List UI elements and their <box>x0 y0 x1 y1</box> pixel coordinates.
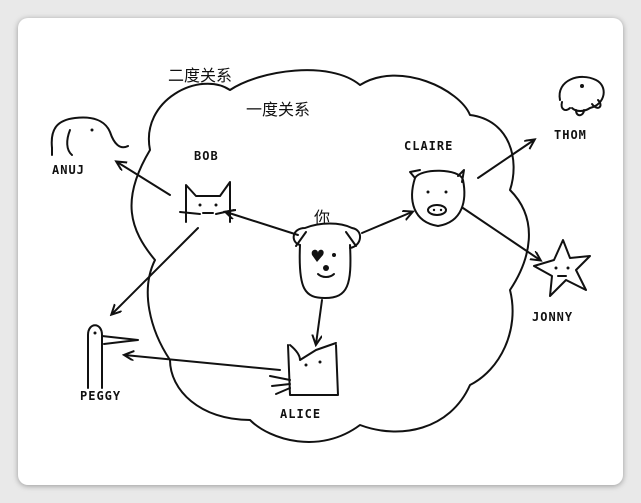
alice-mouse-icon <box>269 342 339 396</box>
node-label-claire: CLAIRE <box>404 139 454 153</box>
bob-cat-icon <box>179 181 235 223</box>
node-label-jonny: JONNY <box>532 310 574 324</box>
you-dog-icon <box>292 222 361 299</box>
edge-you-claire <box>361 212 412 234</box>
node-label-alice: ALICE <box>280 407 322 421</box>
peggy-bird-icon <box>87 324 139 389</box>
edge-claire-thom <box>477 140 534 179</box>
node-label-anuj: ANUJ <box>52 163 85 177</box>
jonny-starfish-icon <box>533 239 591 297</box>
node-label-peggy: PEGGY <box>80 389 122 403</box>
edge-claire-jonny <box>462 207 540 260</box>
first-degree-boundary <box>130 69 530 443</box>
edge-alice-peggy <box>125 355 281 371</box>
outer-circle-label: 二度关系 <box>168 66 233 85</box>
thom-octopus-icon <box>558 75 605 117</box>
you-label: 你 <box>314 208 331 227</box>
edge-you-bob <box>226 212 299 236</box>
anuj-elephant-icon <box>50 116 129 156</box>
node-label-bob: BOB <box>194 149 219 163</box>
network-diagram <box>50 69 605 443</box>
edge-bob-peggy <box>112 227 199 314</box>
edge-bob-anuj <box>117 162 171 196</box>
node-label-thom: THOM <box>554 128 587 142</box>
edge-you-alice <box>316 299 323 344</box>
claire-pig-icon <box>409 169 466 227</box>
inner-circle-label: 一度关系 <box>246 100 311 119</box>
diagram-frame: 二度关系 一度关系 你 BOB CLAIRE ALICE ANUJ PEGGY … <box>18 18 623 485</box>
